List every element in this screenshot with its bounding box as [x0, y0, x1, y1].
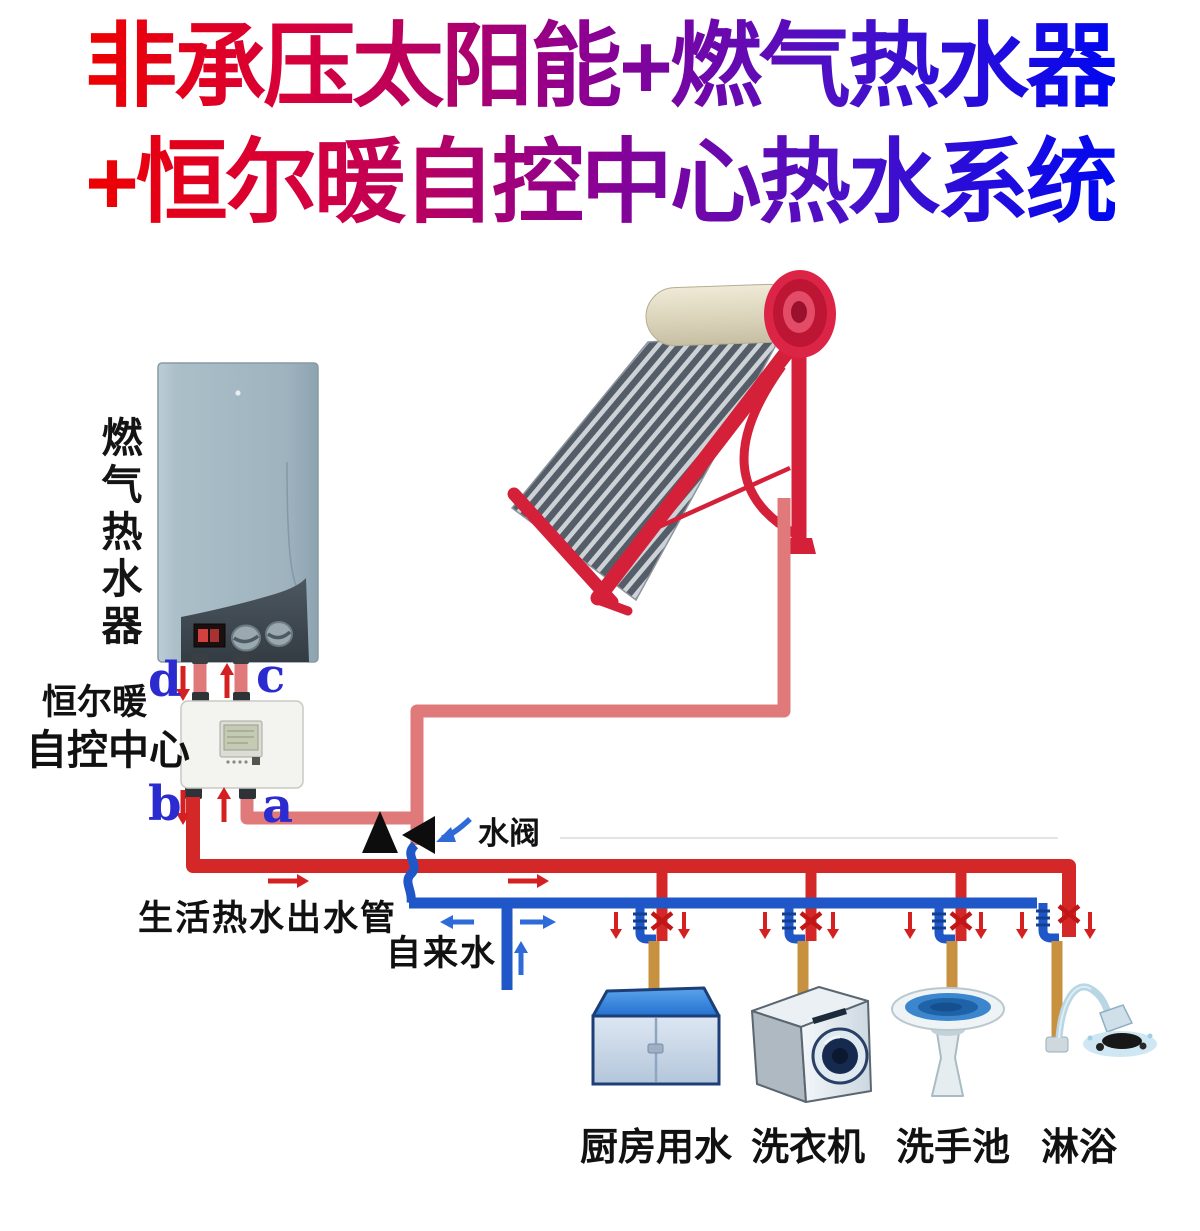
solar-water-heater-icon	[507, 270, 836, 616]
port-letter-c: c	[256, 648, 286, 704]
kitchen-sink-label: 厨房用水	[579, 1127, 733, 1169]
title-line-1: 非承压太阳能+燃气热水器	[85, 14, 1118, 121]
shower-label: 淋浴	[1040, 1127, 1118, 1169]
valve-riser-pipe	[403, 841, 419, 904]
washing-machine-icon	[751, 986, 872, 1103]
check-valve-left-icon	[402, 816, 435, 854]
hot-valve-icons	[650, 904, 1081, 931]
gas-water-heater-icon	[157, 362, 319, 664]
title-line-2: +恒尔暖自控中心热水系统	[85, 130, 1118, 237]
gas-heater-label: 燃气热水器	[95, 416, 141, 651]
port-letter-a: a	[262, 778, 294, 834]
port-letter-b: b	[148, 776, 182, 832]
kitchen-sink-icon	[591, 986, 721, 1086]
hot-water-outlet-label: 生活热水出水管	[138, 899, 398, 938]
controller-label-line2: 自控中心	[26, 727, 190, 773]
solar-tank-cap	[764, 270, 836, 358]
wash-basin-icon	[891, 987, 1005, 1097]
hot-flow-arrows	[176, 663, 1096, 939]
control-center-unit-icon	[180, 692, 304, 799]
tap-water-label: 自来水	[386, 934, 498, 973]
solar-frame	[507, 344, 816, 616]
heater-knob	[265, 621, 293, 647]
heater-knob	[231, 624, 261, 652]
shower-icon	[1045, 983, 1157, 1057]
cold-flow-arrows	[440, 915, 556, 975]
washing-machine-label: 洗衣机	[750, 1127, 866, 1169]
cold-valve-icons	[633, 909, 1050, 930]
page-title: 非承压太阳能+燃气热水器 +恒尔暖自控中心热水系统	[0, 14, 1200, 246]
controller-label-line1: 恒尔暖	[42, 683, 148, 722]
water-valve-label: 水阀	[478, 816, 540, 851]
cold-water-main-pipe	[403, 841, 1059, 990]
check-valve-up-icon	[362, 811, 398, 853]
water-valve-pointer-icon	[436, 816, 472, 842]
wash-basin-label: 洗手池	[895, 1127, 1011, 1169]
port-letter-d: d	[148, 652, 182, 708]
